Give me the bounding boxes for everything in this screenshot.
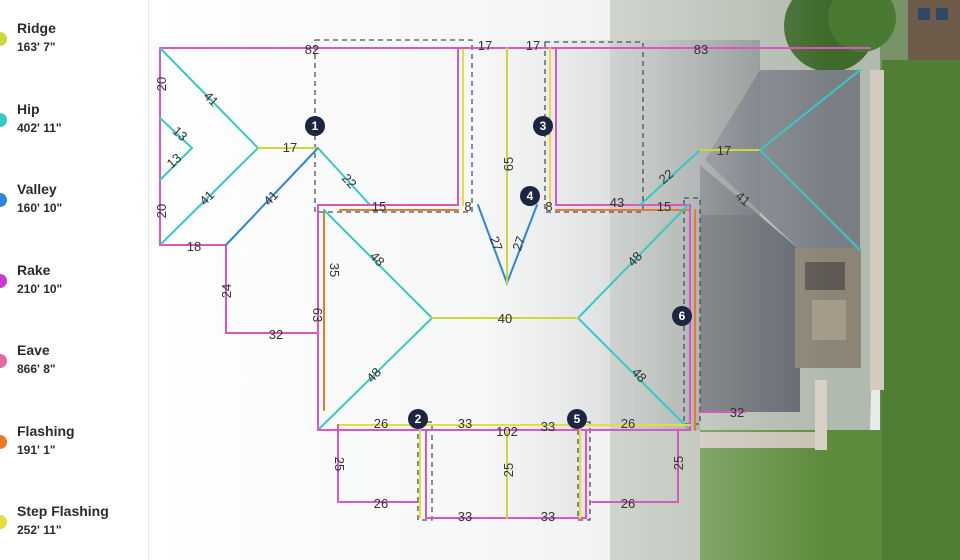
legend-item-step-flashing: Step Flashing 252' 11": [0, 503, 148, 553]
measure-label: 65: [501, 157, 516, 171]
hip-color-dot-icon: [0, 113, 7, 127]
measure-label: 32: [269, 327, 283, 342]
step-flashing-color-dot-icon: [0, 515, 7, 529]
measure-label: 26: [374, 416, 388, 431]
measure-label: 25: [671, 456, 686, 470]
legend-label: Hip: [17, 101, 40, 117]
measure-label: 33: [458, 509, 472, 524]
badge-number: 2: [415, 412, 422, 426]
legend-value: 191' 1": [17, 443, 56, 457]
badge-number: 4: [527, 189, 534, 203]
legend-value: 163' 7": [17, 40, 56, 54]
hip-line: [159, 147, 259, 246]
section-badge-2[interactable]: 2: [408, 409, 428, 429]
measure-label: 27: [509, 234, 528, 253]
section-badge-5[interactable]: 5: [567, 409, 587, 429]
hip-line: [639, 149, 701, 206]
measure-label: 33: [458, 416, 472, 431]
ridge-color-dot-icon: [0, 32, 7, 46]
hip-line: [577, 204, 689, 319]
legend-value: 160' 10": [17, 201, 63, 215]
measure-label: 26: [374, 496, 388, 511]
hip-line: [577, 317, 691, 431]
measure-label: 83: [694, 42, 708, 57]
legend-item-ridge: Ridge 163' 7": [0, 20, 148, 70]
measure-label: 17: [526, 38, 540, 53]
measure-label: 26: [621, 496, 635, 511]
aerial-photo-background: [148, 0, 960, 560]
roof-lines: [159, 47, 871, 519]
measure-label: 8: [545, 199, 552, 214]
badge-number: 3: [540, 119, 547, 133]
measure-label: 82: [305, 42, 319, 57]
badge-number: 6: [679, 309, 686, 323]
measure-label: 35: [327, 263, 342, 277]
section-badge-6[interactable]: 6: [672, 306, 692, 326]
hip-line: [159, 47, 259, 149]
legend-label: Step Flashing: [17, 503, 109, 519]
badge-number: 1: [312, 119, 319, 133]
section-outline-5: [577, 421, 591, 521]
legend-label: Rake: [17, 262, 51, 278]
legend-item-valley: Valley 160' 10": [0, 181, 148, 231]
legend-item-rake: Rake 210' 10": [0, 262, 148, 312]
legend-value: 210' 10": [17, 282, 63, 296]
measure-label: 15: [657, 199, 671, 214]
roof-diagram-canvas[interactable]: 82 17 17 83 20 20 41 41 13 13 17 41 18 2…: [148, 0, 960, 560]
legend-label: Valley: [17, 181, 57, 197]
measure-label: 20: [154, 77, 169, 91]
measure-label: 17: [283, 140, 297, 155]
hip-line: [317, 317, 433, 431]
measure-label: 40: [498, 311, 512, 326]
measure-label: 26: [621, 416, 635, 431]
hip-line: [759, 69, 861, 151]
measure-label: 33: [541, 509, 555, 524]
valley-line: [225, 147, 319, 246]
valley-color-dot-icon: [0, 193, 7, 207]
section-outline-2: [417, 421, 433, 521]
eave-line: [159, 244, 319, 334]
measure-label: 17: [717, 143, 731, 158]
section-badge-1[interactable]: 1: [305, 116, 325, 136]
legend-item-eave: Eave 866' 8": [0, 342, 148, 392]
measure-label: 43: [610, 195, 624, 210]
hip-line: [317, 147, 371, 206]
measure-label: 15: [372, 199, 386, 214]
legend-item-hip: Hip 402' 11": [0, 101, 148, 151]
section-badges: 1 2 3 4 5 6: [305, 116, 692, 429]
section-badge-4[interactable]: 4: [520, 186, 540, 206]
measure-label: 8: [464, 199, 471, 214]
legend-value: 252' 11": [17, 523, 62, 537]
measure-label: 32: [730, 405, 744, 420]
legend-label: Ridge: [17, 20, 56, 36]
measure-label: 17: [478, 38, 492, 53]
measure-label: 20: [154, 204, 169, 218]
measure-label: 24: [219, 284, 234, 298]
eave-color-dot-icon: [0, 354, 7, 368]
legend-label: Flashing: [17, 423, 75, 439]
measure-label: 27: [487, 234, 506, 253]
legend-value: 866' 8": [17, 362, 56, 376]
legend-item-flashing: Flashing 191' 1": [0, 423, 148, 473]
measure-label: 63: [310, 308, 325, 322]
hip-line: [159, 117, 194, 181]
measure-label: 25: [332, 457, 347, 471]
hip-line: [323, 209, 433, 319]
flashing-color-dot-icon: [0, 435, 7, 449]
eave-line: [591, 429, 679, 503]
eave-line: [337, 424, 421, 503]
legend-label: Eave: [17, 342, 50, 358]
badge-number: 5: [574, 412, 581, 426]
roof-diagram-svg: 82 17 17 83 20 20 41 41 13 13 17 41 18 2…: [148, 0, 960, 560]
measure-label: 25: [501, 463, 516, 477]
rake-color-dot-icon: [0, 274, 7, 288]
legend-value: 402' 11": [17, 121, 62, 135]
measure-label: 18: [187, 239, 201, 254]
measurement-labels: 82 17 17 83 20 20 41 41 13 13 17 41 18 2…: [154, 38, 753, 524]
measure-label: 33: [541, 419, 555, 434]
legend-panel: Ridge 163' 7" Hip 402' 11" Valley 160' 1…: [0, 0, 149, 560]
section-badge-3[interactable]: 3: [533, 116, 553, 136]
measure-label: 102: [496, 424, 518, 439]
hip-line: [759, 149, 861, 251]
